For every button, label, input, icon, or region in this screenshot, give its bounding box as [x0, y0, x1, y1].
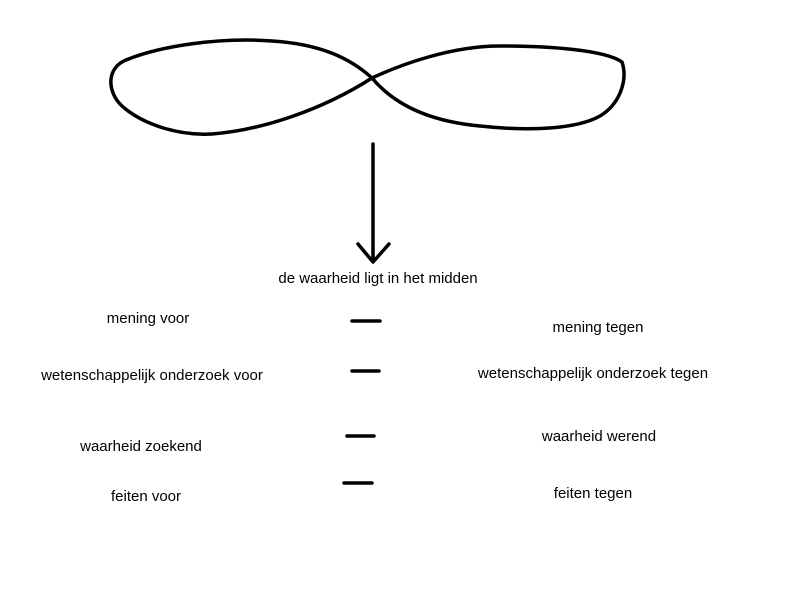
left-label-research: wetenschappelijk onderzoek voor — [41, 367, 263, 384]
left-label-opinion: mening voor — [106, 310, 190, 327]
infinity-loop-right — [370, 44, 626, 131]
right-label-truth: waarheid werend — [541, 428, 657, 445]
left-label-truth: waarheid zoekend — [80, 438, 202, 455]
right-label-research: wetenschappelijk onderzoek tegen — [477, 365, 709, 382]
right-label-facts: feiten tegen — [553, 485, 633, 502]
infinity-loop-left — [109, 38, 374, 136]
left-label-facts: feiten voor — [110, 488, 182, 505]
diagram-title: de waarheid ligt in het midden — [278, 270, 478, 287]
arrow-head — [356, 242, 391, 264]
right-label-opinion: mening tegen — [552, 319, 644, 336]
